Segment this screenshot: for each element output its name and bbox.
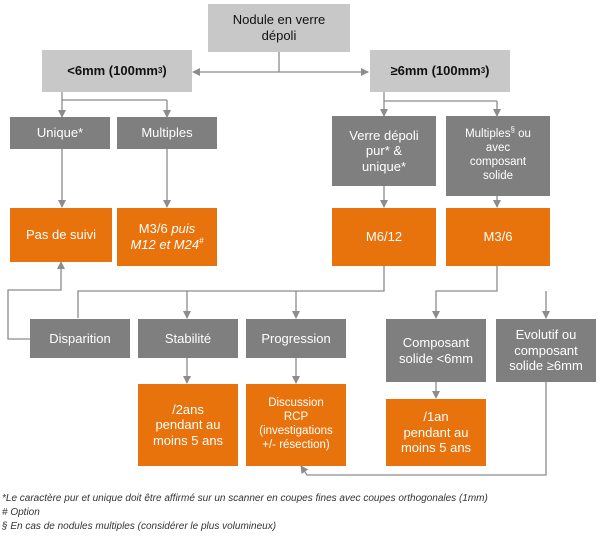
node-disparition: Disparition: [30, 319, 130, 358]
node-ge6-text: ≥6mm (100mm: [390, 63, 481, 79]
node-comp-lt6: Composant solide <6mm: [386, 319, 486, 382]
node-progression: Progression: [246, 319, 346, 358]
node-m36-puis-b: puis: [171, 221, 196, 237]
node-evolutif: Evolutif ou composant solide ≥6mm: [496, 319, 596, 382]
node-stabilite: Stabilité: [138, 319, 238, 358]
footnotes: *Le caractère pur et unique doit être af…: [2, 492, 598, 534]
node-multiples-comp: Multiples§ ou avec composant solide: [446, 116, 550, 196]
footnote-hash: # Option: [2, 507, 40, 518]
edge-evolutif-rcp: [300, 382, 547, 476]
node-ge6-close: ): [485, 63, 490, 79]
node-unique: Unique*: [10, 117, 110, 149]
node-multiples: Multiples: [117, 117, 217, 149]
node-verre-pur: Verre dépoli pur* & unique*: [332, 116, 436, 186]
node-lt6-text: <6mm (100mm: [67, 63, 158, 79]
edge-lt6-branch: [61, 92, 167, 101]
node-multiples-comp-sup: §: [510, 125, 515, 135]
node-root: Nodule en verre dépoli: [208, 4, 350, 52]
node-m612: M6/12: [332, 208, 436, 266]
footnote-asterisk: *Le caractère pur et unique doit être af…: [2, 493, 488, 504]
node-m36-puis-c: M12 et M24: [130, 237, 200, 252]
footnote-section: § En cas de nodules multiples (considére…: [2, 521, 277, 532]
node-multiples-comp-a: Multiples: [465, 128, 511, 141]
node-multiples-comp-b: ou avec composant solide: [469, 128, 531, 182]
node-comp-action: /1an pendant au moins 5 ans: [386, 399, 486, 466]
node-lt6-close: ): [162, 63, 167, 79]
edge-ge6-branch: [383, 92, 497, 102]
node-m36-puis-a: M3/6: [138, 221, 172, 237]
edge-disparition-back: [7, 261, 65, 340]
node-stab-action: /2ans pendant au moins 5 ans: [138, 384, 238, 466]
edge-m36-results: [432, 266, 498, 319]
node-prog-action: Discussion RCP (investigations +/- résec…: [246, 384, 346, 466]
node-m36-puis-sup: #: [199, 236, 204, 246]
node-multiples-comp-label: Multiples§ ou avec composant solide: [465, 125, 531, 183]
node-m36: M3/6: [446, 208, 550, 266]
node-pas-suivi: Pas de suivi: [10, 208, 112, 262]
edge-m612-results: [77, 266, 385, 318]
